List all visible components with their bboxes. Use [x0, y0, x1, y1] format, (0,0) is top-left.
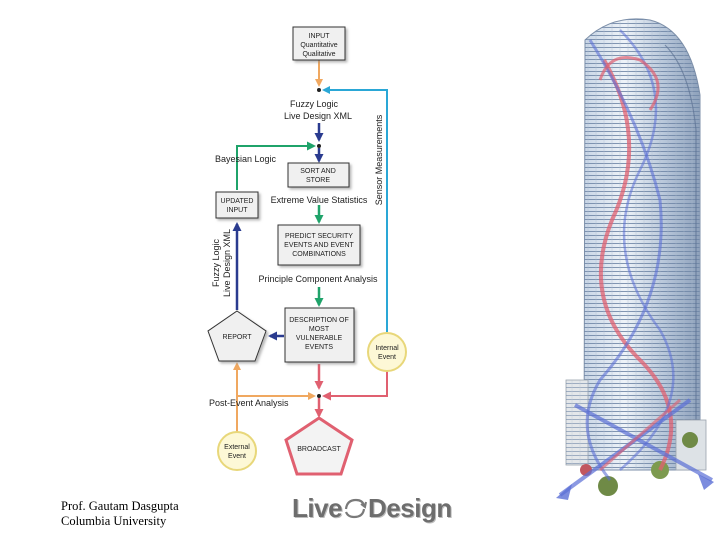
node-internal-line-2: Event: [378, 354, 396, 361]
label-sensor-measurements: Sensor Measurements: [374, 114, 384, 205]
node-input-line-3: Qualitative: [302, 51, 335, 58]
label-fuzzy-logic-side-2: Live Design XML: [222, 229, 232, 297]
node-predict-security: [277, 224, 361, 266]
label-fuzzy-logic-top-2: Live Design XML: [284, 111, 352, 121]
node-description: [284, 307, 355, 363]
arrow-internal-to-junction: [322, 371, 388, 401]
node-predict-line-3: COMBINATIONS: [292, 251, 346, 258]
arrow-sensor-measurements: [322, 86, 388, 332]
label-bayesian-logic: Bayesian Logic: [215, 154, 277, 164]
logo-text-right: Design: [368, 493, 452, 523]
node-sort-line-2: STORE: [306, 177, 330, 184]
label-principle-component-analysis: Principle Component Analysis: [258, 274, 378, 284]
tower-illustration: [556, 18, 714, 500]
author-credit: Prof. Gautam Dasgupta Columbia Universit…: [61, 499, 179, 529]
node-updated-line-2: INPUT: [227, 207, 249, 214]
node-external-line-2: Event: [228, 453, 246, 460]
label-post-event-analysis: Post-Event Analysis: [209, 398, 289, 408]
node-updated-line-1: UPDATED: [221, 198, 254, 205]
node-predict-line-1: PREDICT SECURITY: [285, 233, 353, 240]
node-description-line-1: DESCRIPTION OF: [289, 317, 349, 324]
author-name: Prof. Gautam Dasgupta: [61, 499, 179, 513]
swirl-arrow-icon: [344, 499, 368, 519]
label-fuzzy-logic-side-1: Fuzzy Logic: [211, 238, 221, 287]
node-description-line-2: MOST: [309, 326, 330, 333]
node-external-line-1: External: [224, 444, 250, 451]
junction-bottom: [317, 394, 321, 398]
label-fuzzy-logic-top-1: Fuzzy Logic: [290, 99, 339, 109]
node-report-label: REPORT: [222, 334, 252, 341]
node-updated-input: [215, 191, 259, 219]
node-broadcast-label: BROADCAST: [297, 446, 341, 453]
node-broadcast: [284, 416, 354, 476]
node-internal-event: [367, 332, 407, 372]
arrow-updated-to-junction: [236, 141, 316, 190]
node-input: [292, 26, 346, 61]
node-sort-line-1: SORT AND: [300, 168, 336, 175]
node-report: [207, 310, 267, 362]
node-description-line-3: VULNERABLE: [296, 335, 343, 342]
author-affiliation: Columbia University: [61, 514, 167, 528]
node-predict-line-2: EVENTS AND EVENT: [284, 242, 354, 249]
live-design-logo: Live Design: [292, 493, 452, 524]
node-input-line-2: Quantitative: [300, 42, 337, 49]
junction-top: [317, 88, 321, 92]
node-sort-and-store: [287, 162, 350, 188]
node-description-line-4: EVENTS: [305, 344, 333, 351]
label-extreme-value-statistics: Extreme Value Statistics: [271, 195, 368, 205]
node-input-line-1: INPUT: [309, 33, 331, 40]
node-external-event: [217, 431, 257, 471]
node-internal-line-1: Internal: [375, 345, 399, 352]
junction-middle: [317, 144, 321, 148]
connectors: [232, 60, 388, 432]
logo-text-left: Live: [292, 493, 343, 523]
